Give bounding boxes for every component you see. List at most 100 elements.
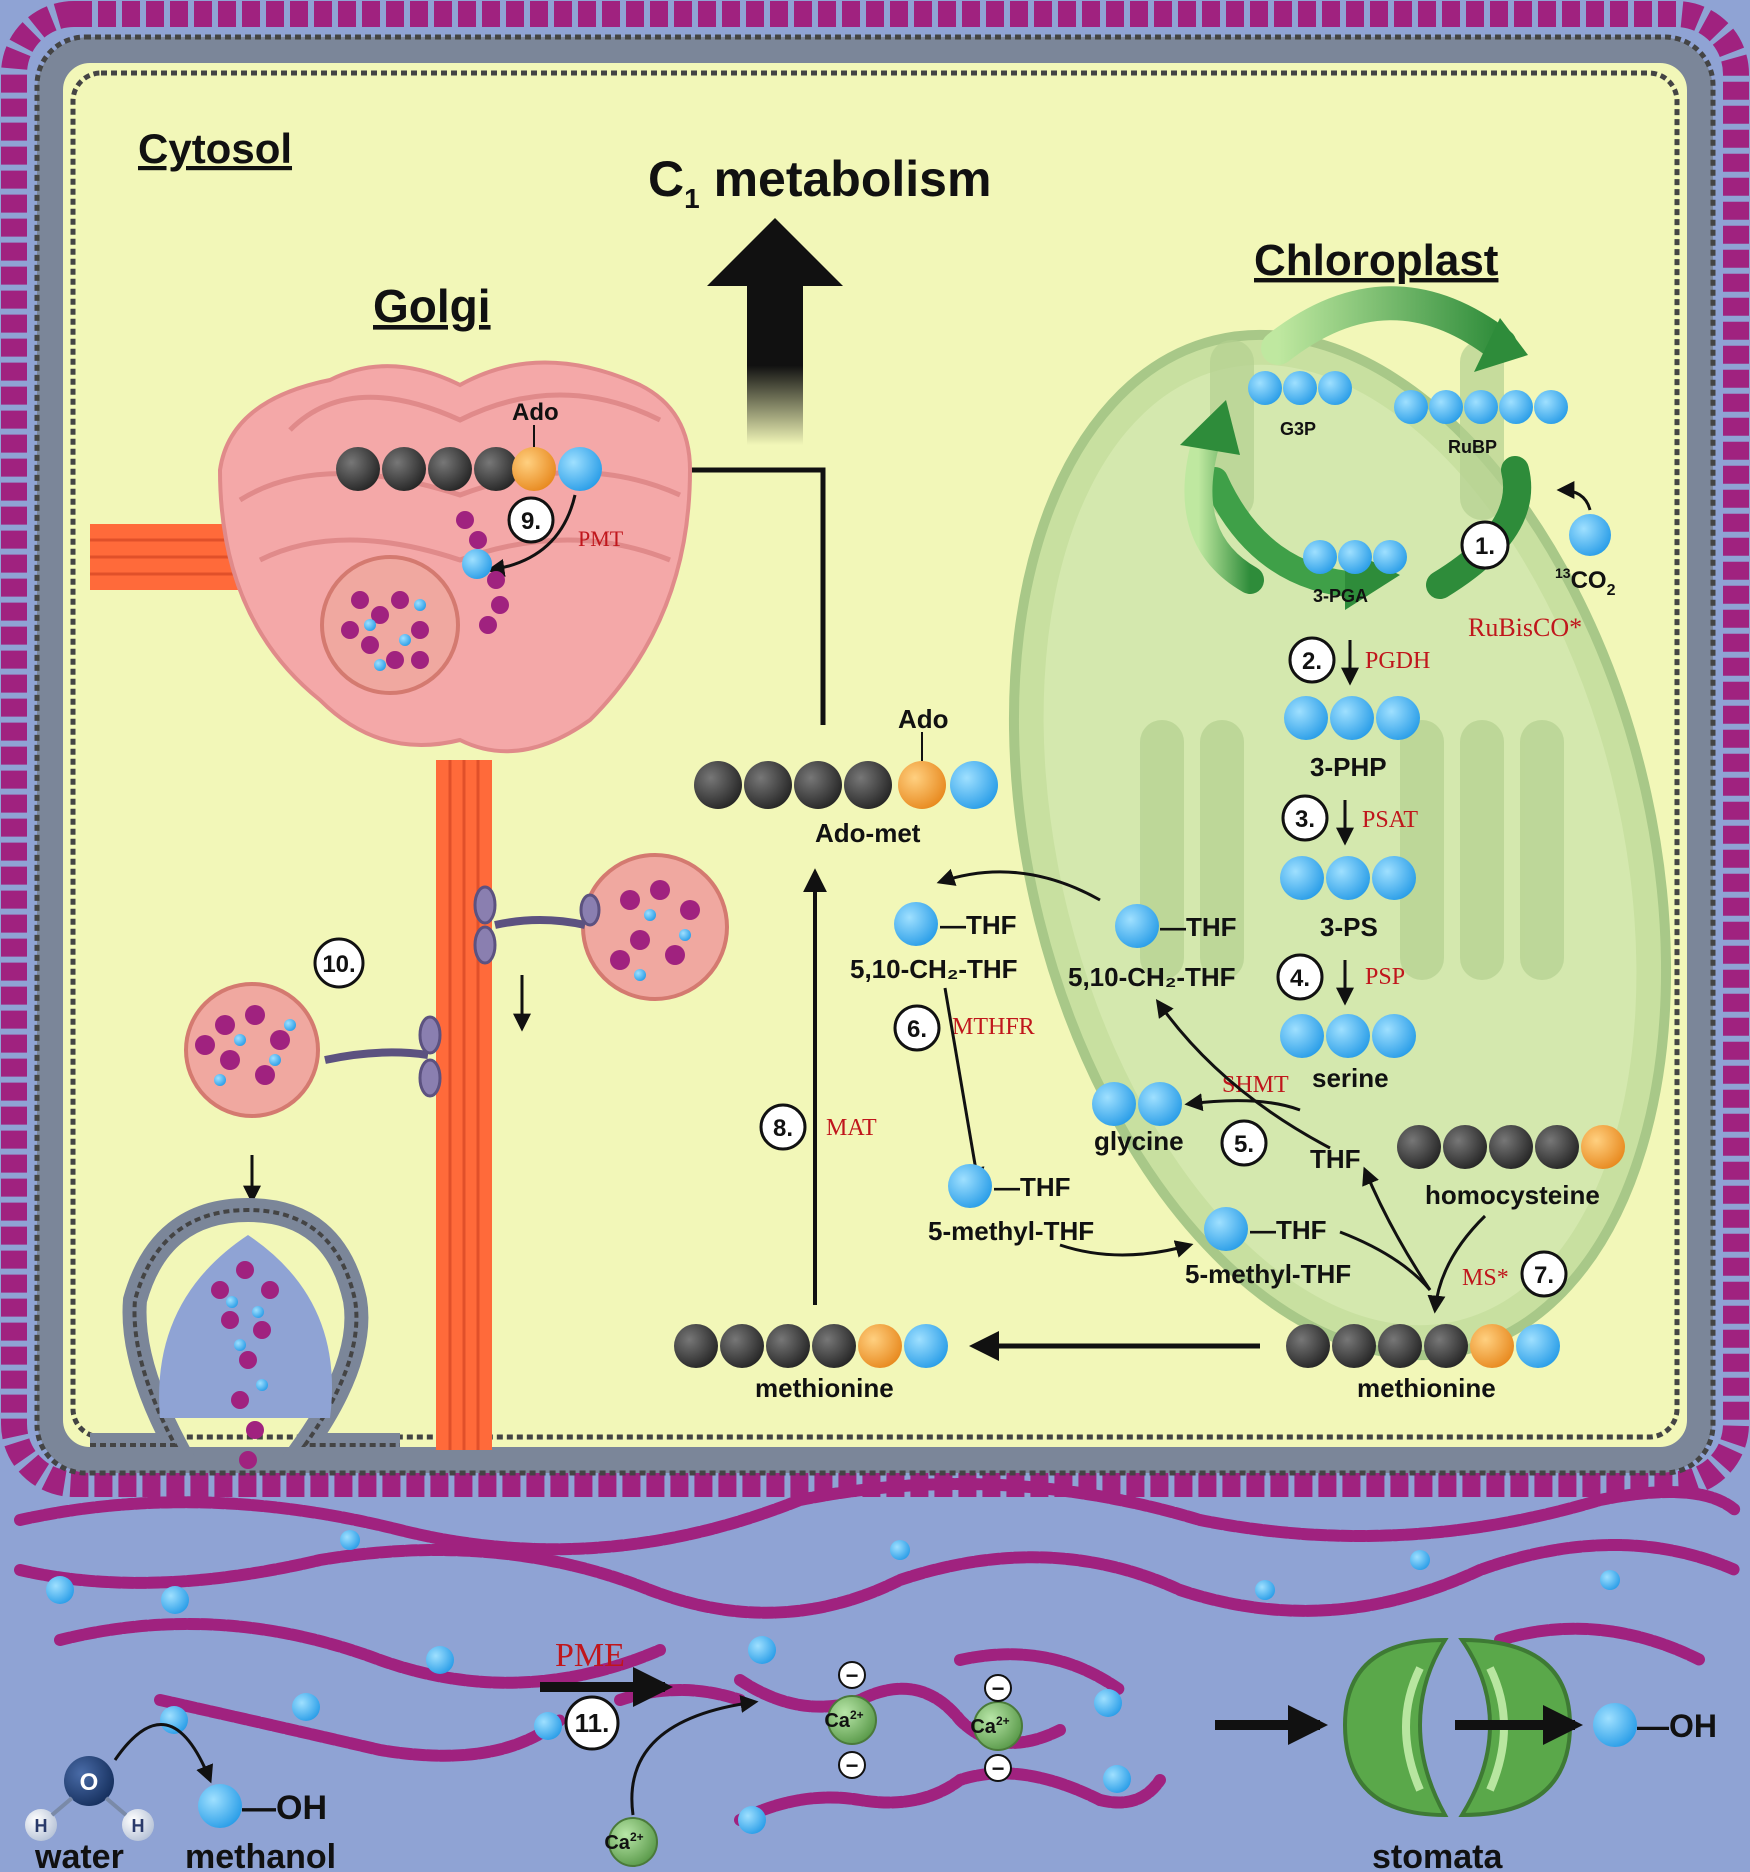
- water-label: water: [34, 1838, 124, 1872]
- svg-text:Ca2+: Ca2+: [604, 1830, 643, 1854]
- co2-arrow: [1556, 481, 1592, 511]
- transport-vesicle-right: [581, 853, 729, 1001]
- svg-text:−: −: [846, 1753, 859, 1778]
- released-methanol-oh: —OH: [1637, 1708, 1717, 1744]
- methanol-oh: —OH: [242, 1789, 327, 1827]
- psp-label: PSP: [1365, 964, 1405, 990]
- pmt-methyl: [462, 549, 492, 579]
- golgi-ado-met-molecule: [336, 447, 602, 491]
- ado-met-ado-label: Ado: [898, 704, 949, 734]
- svg-text:3.: 3.: [1295, 806, 1315, 833]
- golgi-vesicle: [320, 555, 460, 695]
- calcium-bridge-2: Ca2+ − −: [970, 1674, 1023, 1782]
- svg-text:7.: 7.: [1534, 1262, 1554, 1289]
- microtubule-column: [436, 760, 492, 1450]
- methionine-molecule-chloroplast: [1286, 1324, 1560, 1368]
- ms-thf-arrow: [1362, 1166, 1432, 1291]
- methionine-label-chloroplast: methionine: [1357, 1373, 1496, 1403]
- homocysteine-molecule: [1397, 1125, 1625, 1169]
- ch2-thf-label-cytosol: 5,10-CH₂-THF: [850, 954, 1018, 984]
- methyl-thf-carbon-chloroplast: [1204, 1207, 1248, 1251]
- rubisco-label: RuBisCO*: [1468, 613, 1582, 642]
- exocytosis-methyl: [226, 1296, 268, 1391]
- golgi-pectin-strand: [456, 511, 509, 634]
- mthfr-label: MTHFR: [952, 1014, 1035, 1040]
- methanol-carbon: [198, 1784, 242, 1828]
- pmt-arrow: [486, 494, 577, 577]
- serine-label: serine: [1312, 1063, 1389, 1093]
- svg-text:H: H: [35, 1816, 48, 1836]
- ch2-thf-label-chloroplast: 5,10-CH₂-THF: [1068, 962, 1236, 992]
- ms-homocysteine-arrow: [1427, 1214, 1487, 1314]
- svg-text:1.: 1.: [1475, 533, 1495, 560]
- methyl-thf-label-chloroplast: 5-methyl-THF: [1185, 1259, 1351, 1289]
- pmt-label: PMT: [578, 526, 624, 551]
- methyl-thf-bond-cytosol: —THF: [994, 1172, 1071, 1202]
- calcium-free: Ca2+: [604, 1817, 658, 1867]
- ch2-thf-transport-arrow: [936, 868, 1101, 902]
- svg-text:5.: 5.: [1234, 1131, 1254, 1158]
- step-2-badge: 2.: [1288, 636, 1336, 684]
- mthfr-arrow: [943, 987, 985, 1186]
- c1-metabolism-arrow: [707, 218, 843, 445]
- calcium-binding-arrow: [630, 1694, 759, 1816]
- serine-molecule: [1280, 1014, 1416, 1058]
- shmt-label: SHMT: [1222, 1072, 1289, 1098]
- methyl-thf-bond-chloroplast: —THF: [1250, 1215, 1327, 1245]
- g3p-molecule: [1248, 371, 1352, 405]
- plasma-membrane-outer-line: [34, 34, 1716, 1476]
- svg-text:O: O: [80, 1769, 99, 1796]
- golgi-label: Golgi: [373, 280, 491, 332]
- svg-text:−: −: [846, 1663, 859, 1688]
- rubp-label: RuBP: [1448, 437, 1497, 457]
- chloroplast-label: Chloroplast: [1254, 236, 1499, 285]
- psat-label: PSAT: [1362, 807, 1418, 833]
- step-11-badge: 11.: [564, 1695, 620, 1751]
- step-5-badge: 5.: [1220, 1119, 1268, 1167]
- homocysteine-label: homocysteine: [1425, 1180, 1600, 1210]
- glycine-label: glycine: [1094, 1126, 1184, 1156]
- svg-text:4.: 4.: [1290, 965, 1310, 992]
- thf-label: THF: [1310, 1144, 1361, 1174]
- pme-label: PME: [555, 1637, 625, 1674]
- ch2-thf-carbon-chloroplast: [1115, 904, 1159, 948]
- glycine-molecule: [1092, 1082, 1182, 1126]
- svg-text:Ca2+: Ca2+: [824, 1708, 863, 1732]
- ado-met-molecule: [694, 761, 998, 809]
- step-1-badge: 1.: [1460, 520, 1510, 570]
- step-7-badge: 7.: [1520, 1250, 1568, 1298]
- svg-text:Ca2+: Ca2+: [970, 1714, 1009, 1738]
- php-label: 3-PHP: [1310, 752, 1387, 782]
- water-molecule: O H H: [25, 1756, 154, 1841]
- motor-protein-right: [473, 885, 601, 965]
- calvin-cycle-arrows: [1180, 286, 1532, 610]
- ps-molecule: [1280, 856, 1416, 900]
- svg-text:2.: 2.: [1302, 648, 1322, 675]
- svg-text:10.: 10.: [322, 951, 355, 978]
- step-8-badge: 8.: [759, 1103, 807, 1151]
- transport-vesicle-left: [184, 982, 320, 1118]
- cytosol-label: Cytosol: [138, 125, 292, 172]
- exocytosis-pectin: [211, 1261, 279, 1469]
- ps-label: 3-PS: [1320, 912, 1378, 942]
- step-4-badge: 4.: [1276, 953, 1324, 1001]
- svg-text:11.: 11.: [575, 1708, 610, 1738]
- co2-label: 13CO2: [1555, 565, 1616, 599]
- svg-text:H: H: [132, 1816, 145, 1836]
- ado-met-label: Ado-met: [815, 818, 921, 848]
- c1-metabolism-label: C1 metabolism: [648, 151, 991, 214]
- ch2-thf-bond-chloroplast: —THF: [1160, 912, 1237, 942]
- step-9-badge: 9.: [507, 496, 555, 544]
- water-methanol-arrow: [113, 1723, 214, 1784]
- exocytosis-membrane: [90, 1197, 400, 1457]
- cell-wall-methyl-groups: [46, 1530, 1620, 1834]
- step-3-badge: 3.: [1281, 794, 1329, 842]
- pga-label: 3-PGA: [1313, 586, 1368, 606]
- stomata-label: stomata: [1372, 1838, 1503, 1872]
- methyl-thf-label-cytosol: 5-methyl-THF: [928, 1216, 1094, 1246]
- shmt-ch2-arrow: [1155, 999, 1331, 1150]
- methionine-molecule-cytosol: [674, 1324, 948, 1368]
- step-6-badge: 6.: [893, 1004, 941, 1052]
- ch2-thf-carbon-cytosol: [894, 902, 938, 946]
- golgi-ado-label: Ado: [512, 399, 559, 426]
